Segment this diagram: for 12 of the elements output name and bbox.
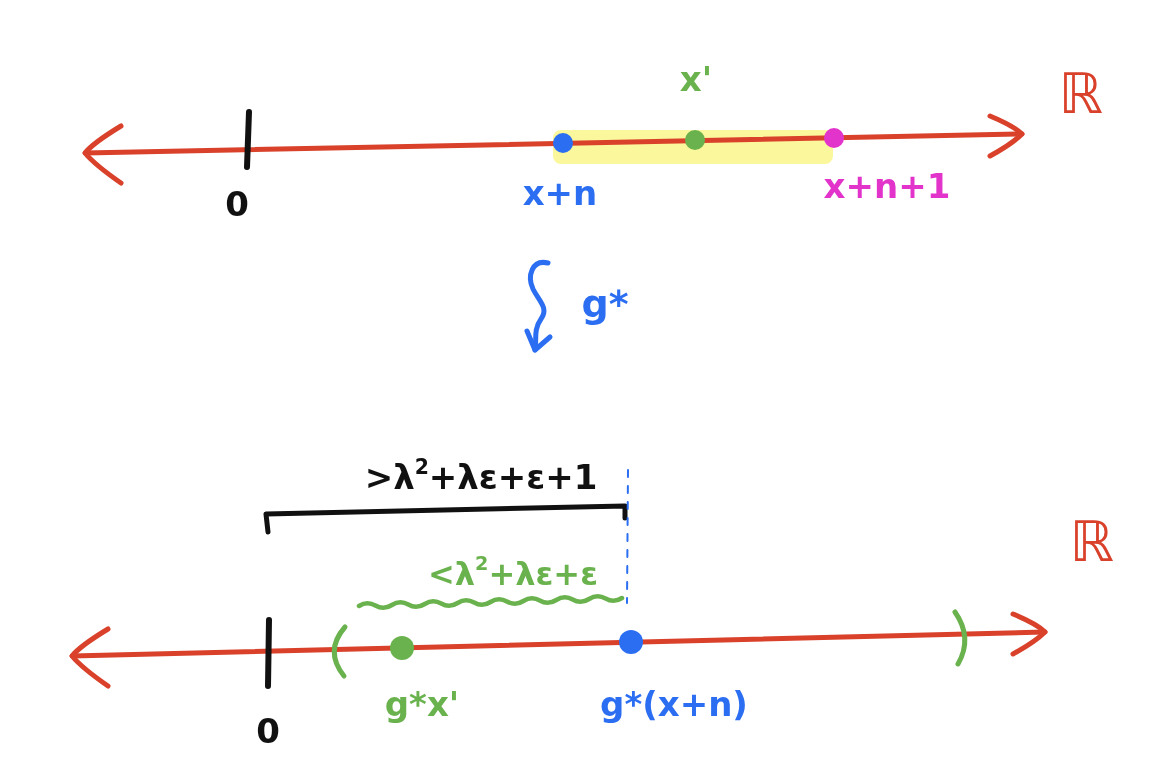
origin-label: 0: [256, 712, 280, 752]
map-label: g*: [581, 283, 629, 327]
distance-label: <λ$^{2}$+λε+ε: [428, 555, 598, 593]
point-label: g*(x+n): [600, 685, 748, 725]
point-label: x+n+1: [823, 167, 951, 207]
point-label: x+n: [522, 174, 598, 214]
distance-label: >λ$^{2}$+λε+ε+1: [364, 458, 598, 498]
axis-label: ℝ: [1058, 61, 1104, 127]
point-label: g*x': [384, 685, 460, 725]
axis-label: ℝ: [1069, 509, 1115, 575]
point-label: x': [679, 60, 713, 100]
origin-label: 0: [225, 185, 249, 225]
